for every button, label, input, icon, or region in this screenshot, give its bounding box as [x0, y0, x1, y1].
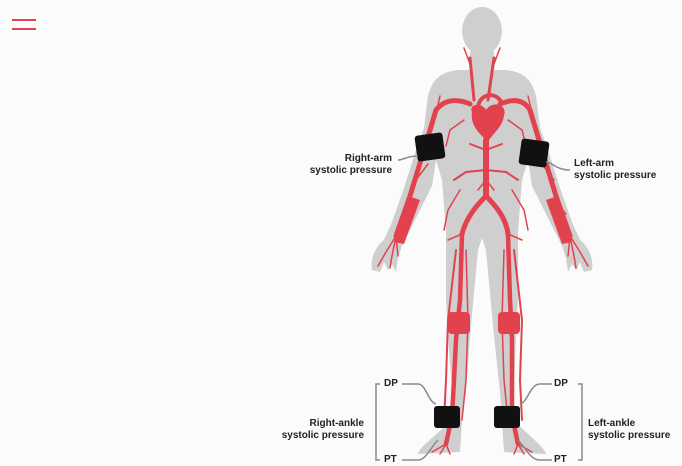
left-arm-cuff — [518, 138, 549, 168]
right-dp-label: DP — [384, 378, 398, 390]
left-arm-label: Left-arm systolic pressure — [574, 158, 656, 182]
right-arm-cuff — [414, 132, 445, 162]
left-pt-label: PT — [554, 454, 567, 466]
left-thigh-band — [498, 312, 520, 334]
right-arm-label-line2: systolic pressure — [310, 165, 392, 177]
right-ankle-label-line2: systolic pressure — [282, 430, 364, 442]
left-ankle-label-line1: Left-ankle — [588, 418, 670, 430]
right-pt-label: PT — [384, 454, 397, 466]
left-arm-label-line1: Left-arm — [574, 158, 656, 170]
right-thigh-band — [448, 312, 470, 334]
right-ankle-cuff — [434, 406, 460, 428]
left-dp-label: DP — [554, 378, 568, 390]
left-arm-label-line2: systolic pressure — [574, 170, 656, 182]
right-ankle-label-line1: Right-ankle — [282, 418, 364, 430]
right-arm-label-line1: Right-arm — [310, 153, 392, 165]
right-ankle-label: Right-ankle systolic pressure — [282, 418, 364, 442]
right-arm-label: Right-arm systolic pressure — [310, 153, 392, 177]
left-ankle-label-line2: systolic pressure — [588, 430, 670, 442]
left-ankle-label: Left-ankle systolic pressure — [588, 418, 670, 442]
left-ankle-cuff — [494, 406, 520, 428]
